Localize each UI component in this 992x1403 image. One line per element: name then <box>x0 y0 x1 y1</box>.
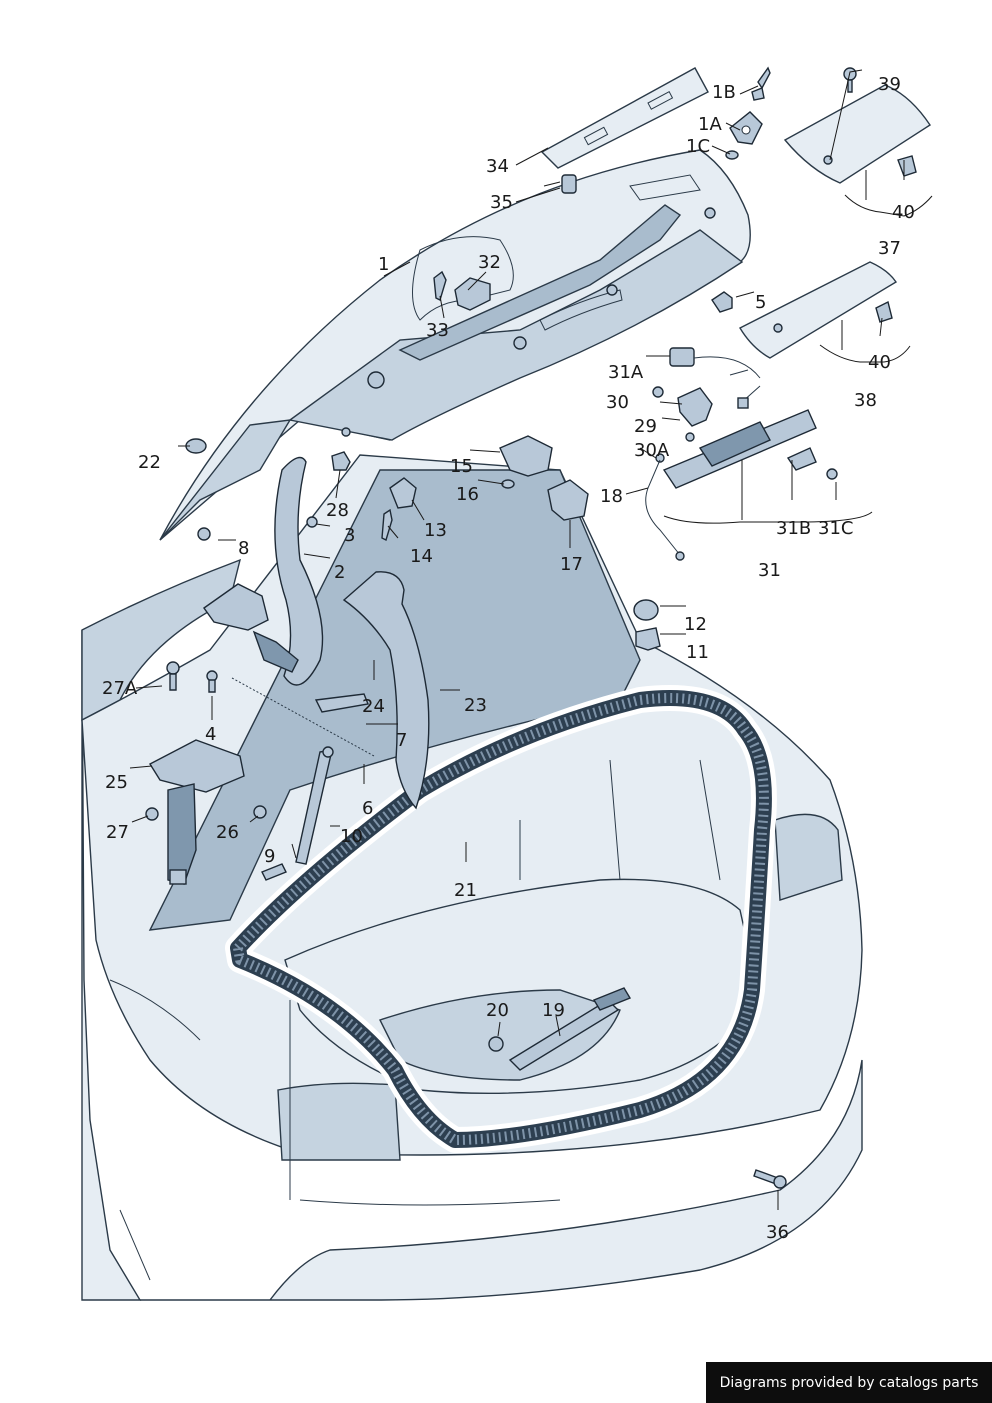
label-36: 36 <box>766 1222 789 1243</box>
trunk-seal <box>225 685 777 1153</box>
label-19: 19 <box>542 1000 565 1021</box>
part-27a-bolt <box>166 661 180 691</box>
part-34-cover-strip <box>540 67 709 169</box>
part-8-nut <box>197 527 211 541</box>
label-2: 2 <box>334 562 345 583</box>
label-26: 26 <box>216 822 239 843</box>
part-23-hinge-cover <box>342 571 430 810</box>
part-35-clip <box>561 174 577 194</box>
label-31a: 31A <box>608 362 644 383</box>
label-16: 16 <box>456 484 479 505</box>
part-1a-hinge-plate <box>729 111 763 145</box>
label-30a: 30A <box>634 440 670 461</box>
part-10-strut <box>295 746 334 865</box>
label-33: 33 <box>426 320 449 341</box>
part-25-drive-unit <box>149 739 245 885</box>
label-25: 25 <box>105 772 128 793</box>
part-12-cap <box>633 599 659 621</box>
leader-lines <box>129 69 933 1210</box>
part-24-trim <box>314 693 369 713</box>
label-35: 35 <box>490 192 513 213</box>
label-3: 3 <box>344 525 355 546</box>
part-4-bracket <box>203 583 299 673</box>
label-31c: 31C <box>818 518 853 539</box>
label-6: 6 <box>362 798 373 819</box>
label-31: 31 <box>758 560 781 581</box>
trunk-lid <box>159 149 751 541</box>
part-2-hinge-arm <box>274 456 324 686</box>
part-28-bumper <box>306 451 351 528</box>
label-40-lower: 40 <box>868 352 891 373</box>
part-37-plate-upper <box>739 261 897 359</box>
part-29-switch <box>677 387 713 427</box>
part-4b-bolt <box>206 670 218 693</box>
part-36-bolt <box>753 1169 787 1189</box>
label-7: 7 <box>396 730 407 751</box>
label-1c: 1C <box>686 136 710 157</box>
label-39: 39 <box>878 74 901 95</box>
label-40-upper: 40 <box>892 202 915 223</box>
label-1: 1 <box>378 254 389 275</box>
label-31b: 31B <box>776 518 811 539</box>
label-5: 5 <box>755 292 766 313</box>
part-26-bolt <box>253 805 267 819</box>
label-18: 18 <box>600 486 623 507</box>
part-1b-bolt <box>751 66 771 101</box>
part-32-bracket <box>454 277 491 311</box>
label-21: 21 <box>454 880 477 901</box>
label-1a: 1A <box>698 114 722 135</box>
label-29: 29 <box>634 416 657 437</box>
label-27: 27 <box>106 822 129 843</box>
label-14: 14 <box>410 546 433 567</box>
label-20: 20 <box>486 1000 509 1021</box>
part-31a-connector <box>669 347 761 409</box>
part-7-spring <box>231 677 375 757</box>
part-5-bumper <box>711 291 733 313</box>
label-22: 22 <box>138 452 161 473</box>
label-17: 17 <box>560 554 583 575</box>
car-rear-body <box>81 454 863 1301</box>
part-33-screw <box>433 270 447 301</box>
part-27-nut <box>145 807 159 821</box>
part-13-bumper <box>389 477 417 509</box>
label-10: 10 <box>340 826 363 847</box>
label-32: 32 <box>478 252 501 273</box>
part-31-handle-assembly <box>662 409 838 489</box>
label-11: 11 <box>686 642 709 663</box>
label-15: 15 <box>450 456 473 477</box>
label-34: 34 <box>486 156 509 177</box>
label-8: 8 <box>238 538 249 559</box>
label-37: 37 <box>878 238 901 259</box>
part-30-screw <box>652 386 695 442</box>
part-labels: 1 1B 1A 1C 34 35 32 33 5 39 40 37 40 38 … <box>102 74 915 1243</box>
label-23: 23 <box>464 695 487 716</box>
label-27a: 27A <box>102 678 138 699</box>
part-17-striker-cover <box>547 479 589 521</box>
part-1c-washer <box>725 150 739 160</box>
label-28: 28 <box>326 500 349 521</box>
part-11-buffer <box>635 627 661 651</box>
label-38: 38 <box>854 390 877 411</box>
part-14-screw <box>381 508 393 541</box>
label-30: 30 <box>606 392 629 413</box>
label-9: 9 <box>264 846 275 867</box>
label-12: 12 <box>684 614 707 635</box>
label-13: 13 <box>424 520 447 541</box>
part-19-striker <box>508 987 632 1071</box>
label-24: 24 <box>362 696 385 717</box>
label-1b: 1B <box>712 82 736 103</box>
part-9-screw <box>261 863 287 881</box>
attribution-badge: Diagrams provided by catalogs parts <box>706 1362 992 1403</box>
part-38-plate-lower <box>783 84 931 184</box>
part-20-nut <box>488 1036 504 1052</box>
label-4: 4 <box>205 724 216 745</box>
